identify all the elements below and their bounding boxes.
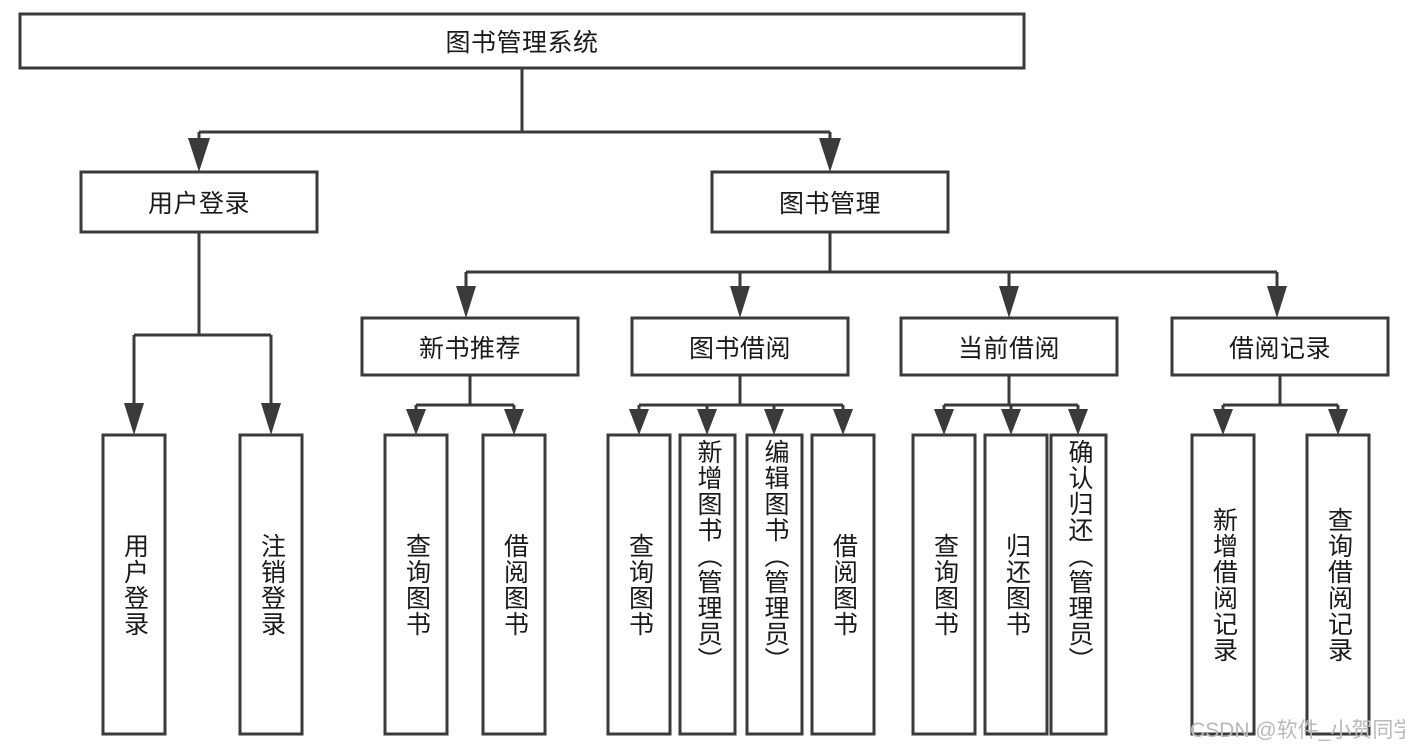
nodes-group (18, 12, 1390, 736)
arrowhead-to-leaf-query-record (1328, 409, 1348, 435)
node-box-leaf-user-login[interactable] (101, 433, 167, 736)
arrowhead-to-current-borrow (999, 286, 1019, 318)
node-box-leaf-edit-book[interactable] (745, 433, 804, 736)
node-box-leaf-borrow-book-1[interactable] (481, 433, 547, 736)
arrowhead-to-leaf-borrow-book-2 (833, 409, 853, 435)
arrowhead-to-leaf-borrow-book-1 (504, 409, 524, 435)
node-box-root[interactable] (18, 12, 1026, 70)
arrowhead-to-leaf-confirm-return (1068, 409, 1088, 435)
node-box-leaf-add-record[interactable] (1190, 433, 1256, 736)
arrowhead-to-leaf-add-record (1213, 409, 1233, 435)
node-box-leaf-borrow-book-2[interactable] (810, 433, 876, 736)
node-box-leaf-query-book-3[interactable] (911, 433, 977, 736)
arrowhead-to-leaf-query-book-1 (406, 409, 426, 435)
node-box-leaf-add-book[interactable] (678, 433, 737, 736)
arrowhead-to-leaf-edit-book (764, 409, 784, 435)
arrowhead-to-book-borrow (730, 286, 750, 318)
node-box-leaf-query-book-1[interactable] (383, 433, 449, 736)
arrowhead-to-leaf-query-book-2 (629, 409, 649, 435)
node-box-borrow-record[interactable] (1170, 316, 1390, 377)
arrowhead-to-leaf-add-book (697, 409, 717, 435)
node-box-leaf-return-book[interactable] (983, 433, 1049, 736)
arrowhead-to-leaf-query-book-3 (934, 409, 954, 435)
node-box-user-login[interactable] (79, 170, 319, 234)
arrowhead-to-leaf-return-book (1001, 409, 1021, 435)
node-box-book-manage[interactable] (710, 170, 950, 234)
arrowhead-to-borrow-record (1267, 286, 1287, 318)
arrowheads-group (124, 138, 1348, 435)
node-box-leaf-confirm-return[interactable] (1049, 433, 1108, 736)
node-box-current-borrow[interactable] (899, 316, 1119, 377)
node-box-new-book-rec[interactable] (360, 316, 580, 377)
arrowhead-to-new-book-rec (456, 286, 476, 318)
node-box-leaf-query-book-2[interactable] (606, 433, 672, 736)
node-box-leaf-query-record[interactable] (1305, 433, 1371, 736)
arrowhead-to-leaf-user-login (124, 403, 144, 435)
node-box-leaf-user-logout[interactable] (238, 433, 304, 736)
arrowhead-to-user-login (188, 138, 210, 172)
arrowhead-to-leaf-user-logout (261, 403, 281, 435)
arrowhead-to-book-manage (819, 138, 841, 172)
node-box-book-borrow[interactable] (630, 316, 850, 377)
